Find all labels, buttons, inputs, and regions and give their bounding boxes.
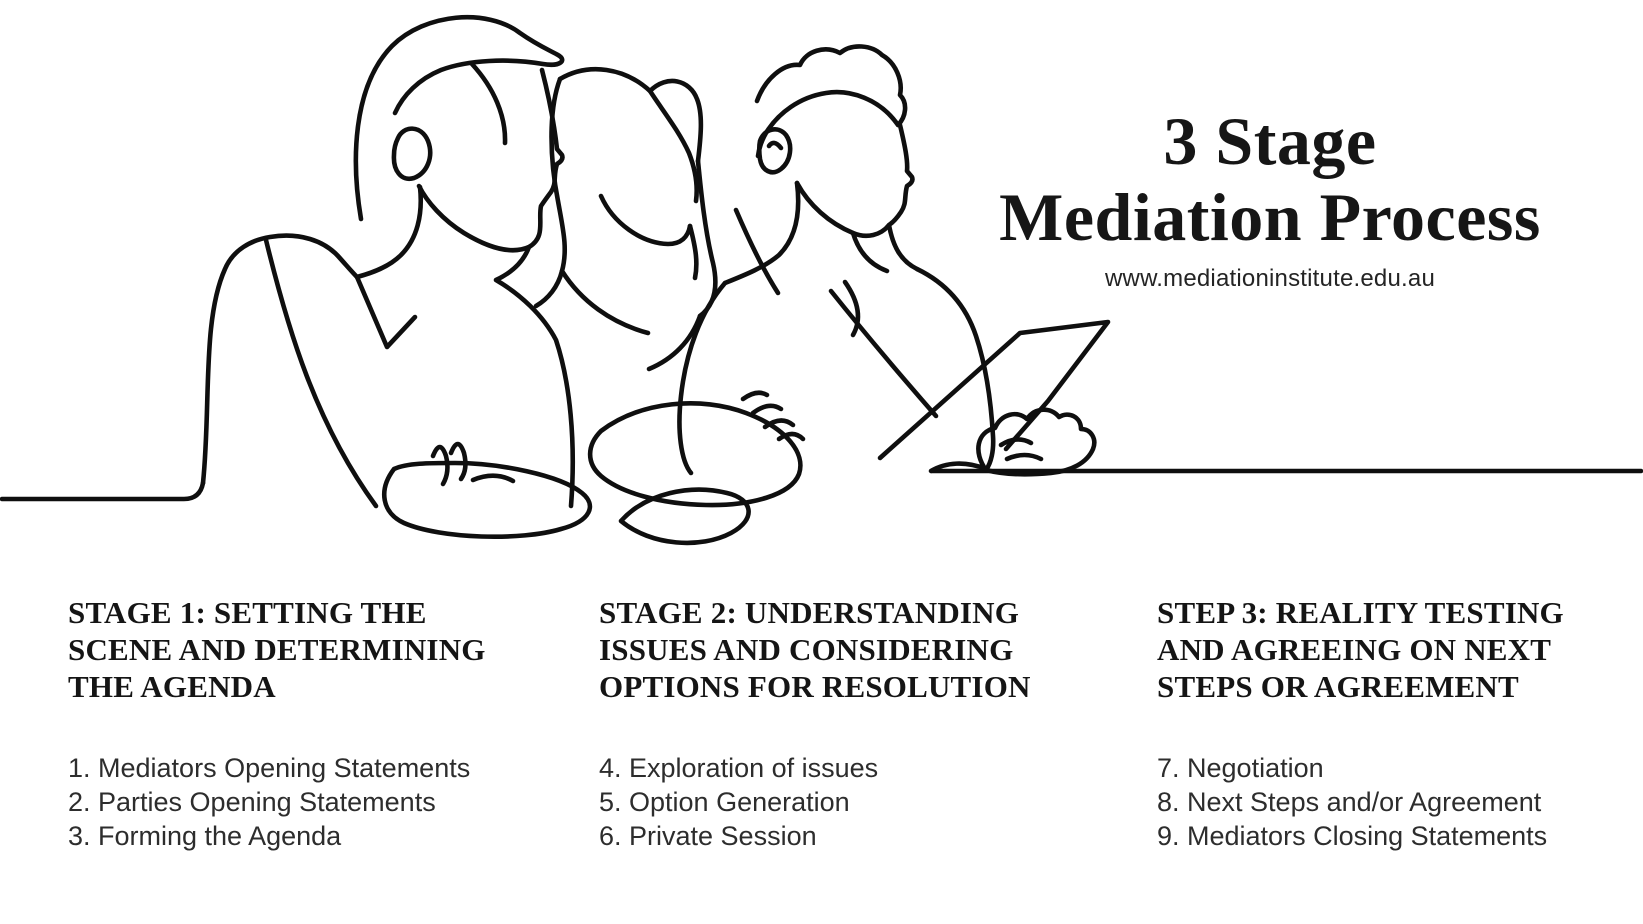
stage-2-step-list: 4. Exploration of issues 5. Option Gener… <box>599 751 1069 853</box>
table-line-left <box>0 480 206 502</box>
person-right-figure <box>677 44 996 476</box>
list-item: 1. Mediators Opening Statements <box>68 753 471 783</box>
list-item: 5. Option Generation <box>599 787 850 817</box>
stage-1-heading-line-1: STAGE 1: SETTING THE <box>68 595 427 630</box>
stage-2-heading: STAGE 2: UNDERSTANDING ISSUES AND CONSID… <box>599 594 1069 705</box>
stage-2-column: STAGE 2: UNDERSTANDING ISSUES AND CONSID… <box>599 594 1069 853</box>
three-people-line-art-illustration <box>0 15 1643 546</box>
left-person-ear <box>391 126 433 182</box>
stage-3-step-list: 7. Negotiation 8. Next Steps and/or Agre… <box>1157 751 1617 853</box>
list-item: 3. Forming the Agenda <box>68 821 342 851</box>
stage-1-heading-line-3: THE AGENDA <box>68 669 276 704</box>
list-item: 6. Private Session <box>599 821 817 851</box>
page-title-line-1: 3 Stage <box>1163 103 1377 179</box>
stage-3-heading-line-2: AND AGREEING ON NEXT <box>1157 632 1552 667</box>
list-item: 2. Parties Opening Statements <box>68 787 436 817</box>
person-left-figure <box>200 15 593 539</box>
stage-3-heading-line-1: STEP 3: REALITY TESTING <box>1157 595 1564 630</box>
stage-3-heading: STEP 3: REALITY TESTING AND AGREEING ON … <box>1157 594 1617 705</box>
paper-and-hand <box>877 319 1111 477</box>
list-item: 9. Mediators Closing Statements <box>1157 821 1548 851</box>
stage-1-column: STAGE 1: SETTING THE SCENE AND DETERMINI… <box>68 594 528 853</box>
website-url: www.mediationinstitute.edu.au <box>1105 265 1435 292</box>
stage-1-heading: STAGE 1: SETTING THE SCENE AND DETERMINI… <box>68 594 528 705</box>
stage-2-heading-line-1: STAGE 2: UNDERSTANDING <box>599 595 1020 630</box>
stage-3-column: STEP 3: REALITY TESTING AND AGREEING ON … <box>1157 594 1617 853</box>
paper-sheet <box>877 319 1111 461</box>
stage-2-heading-line-3: OPTIONS FOR RESOLUTION <box>599 669 1031 704</box>
list-item: 8. Next Steps and/or Agreement <box>1157 787 1542 817</box>
page-title-line-2: Mediation Process <box>999 179 1541 255</box>
list-item: 4. Exploration of issues <box>599 753 879 783</box>
holding-hand <box>976 407 1097 477</box>
stage-2-heading-line-2: ISSUES AND CONSIDERING <box>599 632 1014 667</box>
person-middle-figure <box>533 66 806 546</box>
table-line <box>0 468 1643 502</box>
title-block: 3 Stage Mediation Process www.mediationi… <box>970 103 1570 294</box>
right-person-ear <box>756 127 793 175</box>
stage-3-heading-line-3: STEPS OR AGREEMENT <box>1157 669 1519 704</box>
stage-1-heading-line-2: SCENE AND DETERMINING <box>68 632 486 667</box>
stage-1-step-list: 1. Mediators Opening Statements 2. Parti… <box>68 751 528 853</box>
list-item: 7. Negotiation <box>1157 753 1324 783</box>
